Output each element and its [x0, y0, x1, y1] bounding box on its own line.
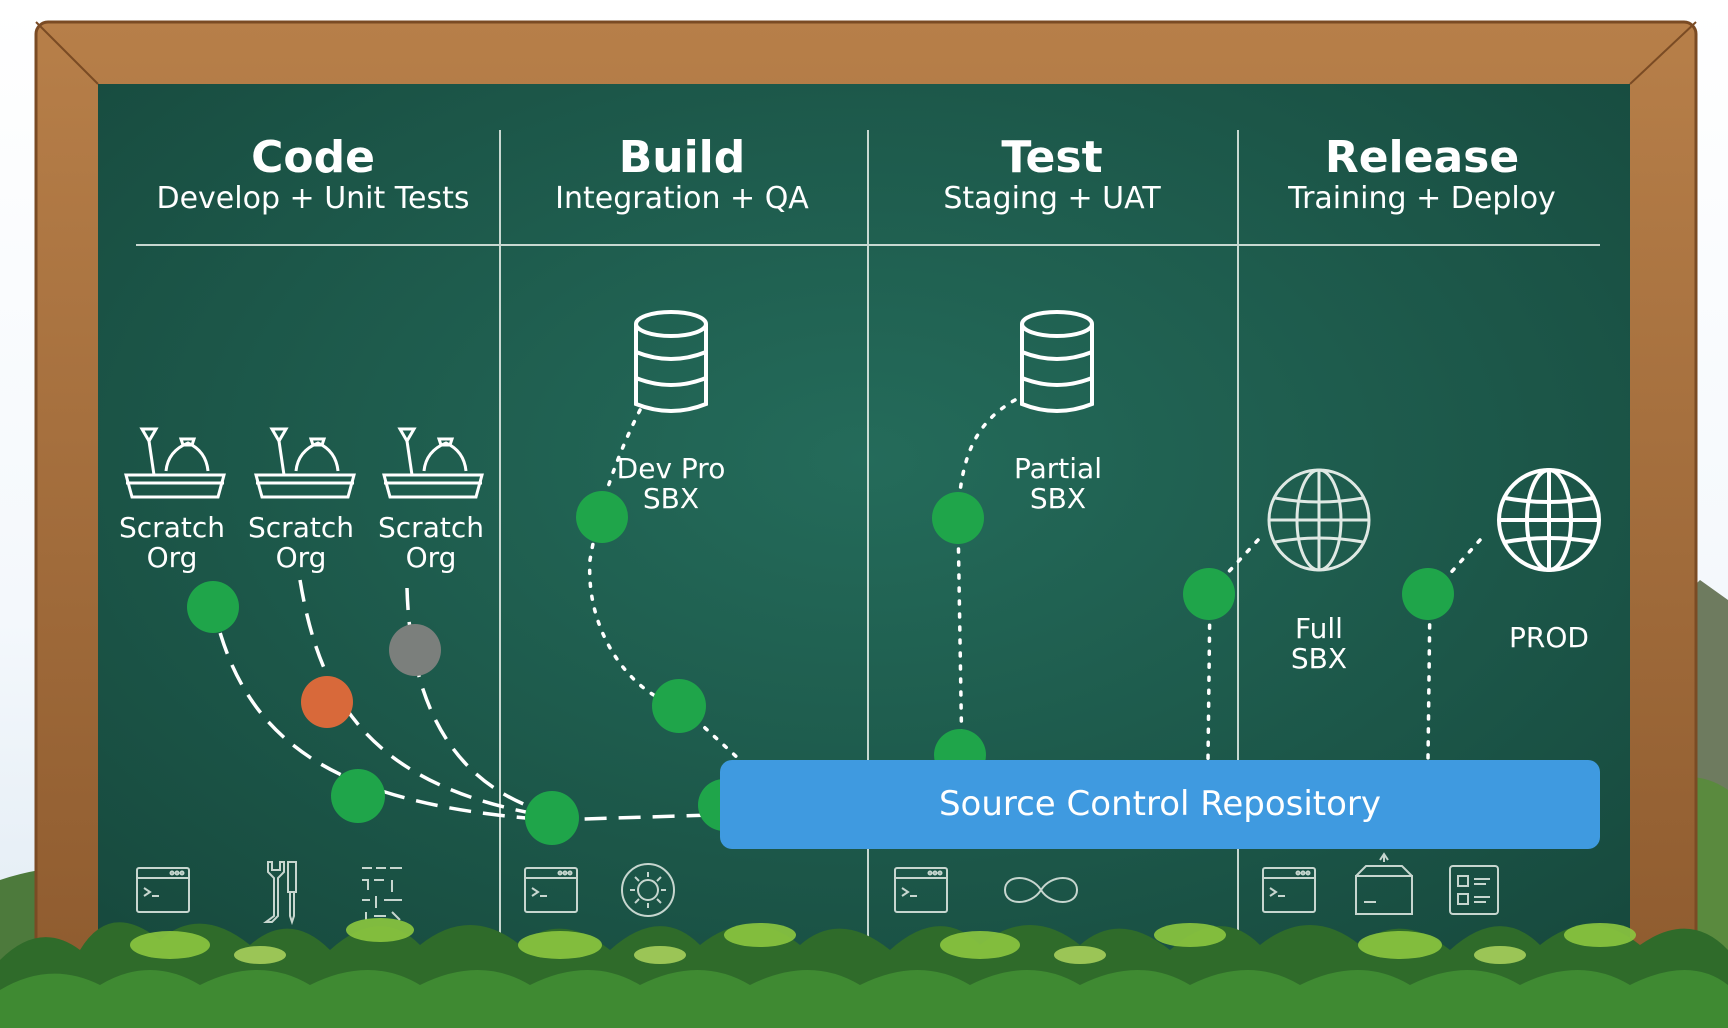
node-green — [525, 791, 579, 845]
pipeline-nodes — [187, 491, 1454, 845]
sandbox-icon — [254, 427, 356, 499]
svg-text:SBX: SBX — [1291, 642, 1347, 675]
dotted-path-full — [1206, 538, 1260, 762]
svg-text:SBX: SBX — [1030, 482, 1086, 515]
node-green — [932, 492, 984, 544]
column-header-release: Release Training + Deploy — [1287, 132, 1556, 216]
scratch-org-label: Scratch Org — [378, 511, 484, 574]
svg-text:Org: Org — [147, 541, 198, 574]
node-green — [576, 491, 628, 543]
foliage-decoration — [0, 918, 1728, 1028]
gear-cycle-icon — [621, 863, 675, 917]
database-icon — [1020, 310, 1094, 413]
svg-text:Org: Org — [276, 541, 327, 574]
dev-pro-sbx-label: Dev Pro SBX — [617, 452, 726, 515]
svg-text:Dev Pro: Dev Pro — [617, 452, 726, 485]
column-subtitle: Integration + QA — [555, 181, 809, 216]
node-green — [331, 769, 385, 823]
wrench-screwdriver-icon — [263, 861, 297, 926]
source-control-repository: Source Control Repository — [720, 760, 1600, 849]
column-subtitle: Develop + Unit Tests — [156, 181, 469, 216]
dashed-path-scratch-1 — [210, 599, 713, 822]
terminal-icon — [136, 867, 190, 913]
svg-text:SBX: SBX — [643, 482, 699, 515]
full-sbx-label: Full SBX — [1291, 612, 1347, 675]
svg-text:Scratch: Scratch — [248, 511, 354, 544]
terminal-icon — [524, 867, 578, 913]
terminal-icon — [1262, 867, 1316, 913]
prod-label: PROD — [1509, 621, 1589, 654]
column-header-build: Build Integration + QA — [555, 132, 809, 216]
node-green — [1402, 568, 1454, 620]
repository-label: Source Control Repository — [939, 784, 1381, 824]
svg-text:Scratch: Scratch — [119, 511, 225, 544]
node-green — [652, 679, 706, 733]
tool-icons — [136, 852, 1499, 926]
node-orange — [301, 676, 353, 728]
package-icon — [1355, 852, 1413, 915]
column-title: Build — [619, 132, 746, 183]
column-title: Code — [251, 132, 375, 183]
binary-code-icon — [362, 867, 402, 921]
globe-icon — [1267, 468, 1371, 572]
svg-text:Partial: Partial — [1014, 452, 1102, 485]
infinity-icon — [1003, 877, 1079, 903]
dashed-path-scratch-2 — [298, 579, 561, 820]
column-title: Release — [1325, 132, 1519, 183]
column-header-test: Test Staging + UAT — [943, 132, 1161, 216]
svg-text:Org: Org — [406, 541, 457, 574]
sandbox-icon — [124, 427, 226, 499]
column-header-code: Code Develop + Unit Tests — [156, 132, 469, 216]
column-subtitle: Staging + UAT — [943, 181, 1161, 216]
partial-sbx-label: Partial SBX — [1014, 452, 1102, 515]
node-green — [187, 581, 239, 633]
node-gray — [389, 624, 441, 676]
chalkboard-surface — [98, 84, 1630, 1022]
terminal-icon — [894, 867, 948, 913]
node-green — [1183, 568, 1235, 620]
dotted-path-prod — [1426, 538, 1482, 762]
checklist-icon — [1449, 865, 1499, 915]
globe-icon — [1497, 468, 1601, 572]
column-subtitle: Training + Deploy — [1287, 181, 1556, 216]
scratch-org-label: Scratch Org — [119, 511, 225, 574]
svg-text:Scratch: Scratch — [378, 511, 484, 544]
column-title: Test — [1001, 132, 1102, 183]
scratch-org-label: Scratch Org — [248, 511, 354, 574]
database-icon — [634, 310, 708, 413]
svg-text:Full: Full — [1295, 612, 1343, 645]
sandbox-icon — [382, 427, 484, 499]
dotted-path-dev-pro — [588, 408, 742, 762]
